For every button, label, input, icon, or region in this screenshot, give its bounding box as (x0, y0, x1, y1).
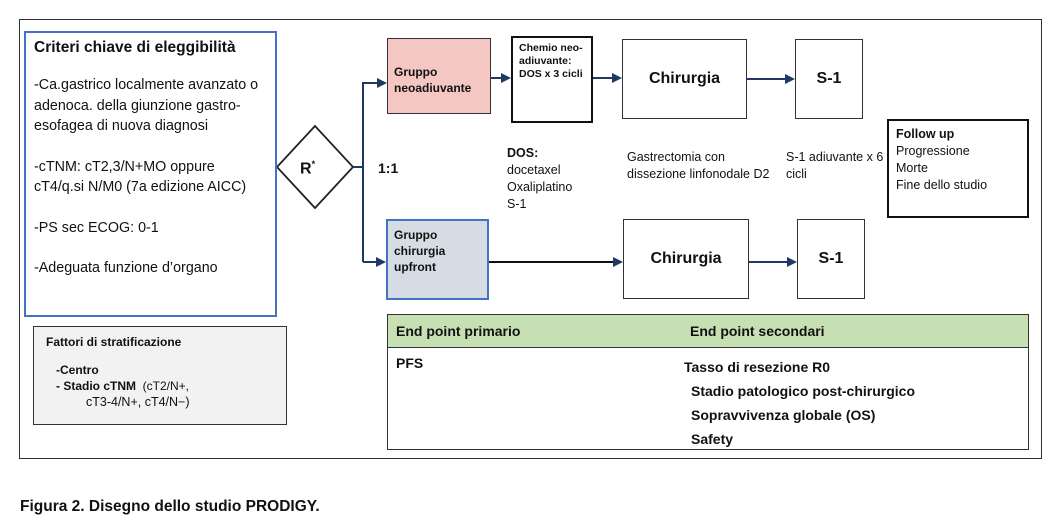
randomization-diamond (275, 124, 355, 210)
randomization-asterisk: * (311, 159, 316, 169)
eligibility-box: Criteri chiave di eleggibilità -Ca.gastr… (24, 31, 277, 317)
s1-box-upfront: S-1 (797, 219, 865, 299)
stratification-title: Fattori di stratificazione (46, 335, 182, 349)
eligibility-item: -PS sec ECOG: 0-1 (34, 219, 159, 236)
neoadjuvant-arm-box: Gruppo neoadiuvante (387, 38, 491, 114)
dos-description: DOS: docetaxel Oxaliplatino S-1 (507, 145, 572, 213)
gastrectomy-note: Gastrectomia con dissezione linfonodale … (627, 150, 770, 181)
dos-drug: S-1 (507, 197, 527, 211)
surgery-box-neo: Chirurgia (622, 39, 747, 119)
chemo-neoadjuvant-box: Chemio neo-adiuvante: DOS x 3 cicli (511, 36, 593, 123)
followup-box: Follow up Progressione Morte Fine dello … (887, 119, 1029, 218)
randomization-ratio: 1:1 (378, 160, 399, 176)
s1-box-neo: S-1 (795, 39, 863, 119)
dos-title: DOS: (507, 146, 539, 160)
surgery-box-upfront: Chirurgia (623, 219, 749, 299)
dos-drug: Oxaliplatino (507, 180, 573, 194)
eligibility-item: -Adeguata funzione d’organo (34, 260, 218, 276)
stratification-stadio-detail1: (cT2/N+, (142, 379, 190, 393)
figure-caption: Figura 2. Disegno dello studio PRODIGY. (20, 498, 320, 515)
endpoints-table: End point primario End point secondari P… (387, 314, 1029, 450)
stratification-item-stadio: - Stadio cTNM (cT2/N+, (46, 378, 274, 394)
secondary-endpoint-item: Tasso di resezione R0 (684, 359, 831, 375)
followup-item: Fine dello studio (896, 178, 988, 192)
upfront-surgery-arm-box: Gruppo chirurgia upfront (386, 219, 489, 300)
endpoints-header: End point primario End point secondari (388, 315, 1028, 348)
secondary-endpoint-item: Sopravvivenza globale (OS) (691, 407, 876, 423)
randomization-r: R (300, 160, 312, 178)
secondary-endpoint-header: End point secondari (690, 323, 825, 339)
secondary-endpoint-list: Tasso di resezione R0 Stadio patologico … (684, 355, 915, 451)
stratification-box: Fattori di stratificazione -Centro - Sta… (33, 326, 287, 425)
followup-item: Morte (896, 161, 928, 175)
stratification-stadio-label: - Stadio cTNM (56, 379, 136, 393)
stratification-item-centro: -Centro (56, 363, 99, 377)
eligibility-item: -cTNM: cT2,3/N+MO oppure cT4/q.si N/M0 (… (34, 158, 247, 196)
eligibility-item: -Ca.gastrico localmente avanzato o adeno… (34, 77, 259, 134)
dos-drug: docetaxel (507, 163, 561, 177)
eligibility-title: Criteri chiave di eleggibilità (34, 39, 236, 56)
primary-endpoint-header: End point primario (396, 323, 521, 339)
followup-title: Follow up (896, 127, 955, 141)
s1-adjuvant-note: S-1 adiuvante x 6 cicli (786, 150, 884, 181)
randomization-label: R* (300, 159, 315, 178)
primary-endpoint-value: PFS (396, 355, 424, 371)
secondary-endpoint-item: Safety (691, 431, 734, 447)
figure-frame (19, 19, 1042, 459)
secondary-endpoint-item: Stadio patologico post-chirurgico (691, 383, 915, 399)
stratification-stadio-detail2: cT3-4/N+, cT4/N−) (86, 395, 190, 409)
followup-item: Progressione (896, 144, 970, 158)
